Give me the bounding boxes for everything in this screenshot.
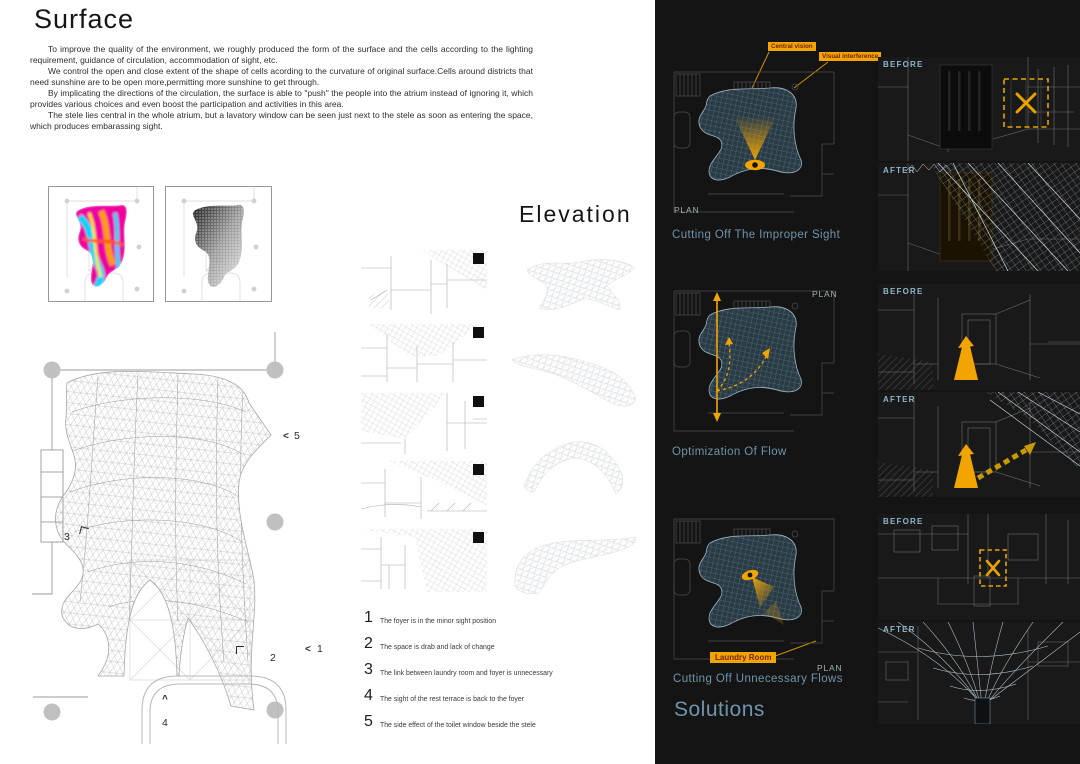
flow-arrows bbox=[713, 292, 770, 422]
after-label: AFTER bbox=[883, 625, 916, 634]
view-index-square bbox=[473, 327, 484, 338]
mesh-surface bbox=[55, 370, 272, 711]
interior-view-5 bbox=[361, 529, 487, 592]
plan-marker-3: 3 bbox=[64, 531, 70, 543]
view-cone bbox=[752, 577, 774, 608]
elevation-view-4 bbox=[514, 536, 636, 594]
paragraph: By implicating the directions of the cir… bbox=[30, 88, 533, 109]
curvature-analysis-gray-frame bbox=[165, 186, 272, 302]
surface-plan-drawing bbox=[32, 332, 287, 744]
paragraph: We control the open and close extent of … bbox=[30, 66, 533, 87]
interior-view-4 bbox=[361, 461, 487, 522]
view-index-square bbox=[473, 396, 484, 407]
issue-text: The space is drab and lack of change bbox=[380, 644, 495, 651]
interior-view-3 bbox=[361, 393, 487, 454]
plan-label: PLAN bbox=[674, 205, 700, 215]
mesh-funnel bbox=[878, 622, 1080, 707]
x-mark-icon bbox=[1015, 92, 1037, 114]
plan-marker-2: 2 bbox=[270, 652, 276, 664]
plan-flow-optimization bbox=[673, 290, 835, 432]
view-index-square bbox=[473, 532, 484, 543]
eye-icon bbox=[745, 159, 765, 171]
paragraph: The stele lies central in the whole atri… bbox=[30, 110, 533, 131]
plan-marker-1: 1 bbox=[317, 643, 323, 655]
plan-marker-4: 4 bbox=[162, 717, 168, 729]
arrow-up-icon bbox=[954, 444, 978, 488]
issue-item-3: 3 The link between laundry room and foye… bbox=[364, 662, 644, 688]
elevation-view-1 bbox=[526, 259, 636, 311]
elevation-view-2 bbox=[511, 354, 637, 407]
issue-number: 1 bbox=[364, 609, 373, 626]
plan-label: PLAN bbox=[817, 663, 843, 673]
paragraph: To improve the quality of the environmen… bbox=[30, 44, 533, 65]
issue-item-1: 1 The foyer is in the minor sight positi… bbox=[364, 610, 644, 636]
issue-text: The foyer is in the minor sight position bbox=[380, 618, 497, 625]
plan-marker-5: 5 bbox=[294, 430, 300, 442]
left-panel: Surface To improve the quality of the en… bbox=[30, 4, 644, 744]
column bbox=[974, 697, 991, 724]
issue-number: 2 bbox=[364, 635, 373, 652]
curvature-analysis-color bbox=[64, 187, 142, 301]
interior-view-2 bbox=[361, 324, 487, 385]
curvature-analysis-color-frame bbox=[48, 186, 154, 302]
issue-number: 5 bbox=[364, 713, 373, 730]
before-label: BEFORE bbox=[883, 287, 924, 296]
comparison-3-before: BEFORE bbox=[878, 514, 1080, 620]
elevation-view-3 bbox=[523, 441, 623, 495]
comparison-2-after: AFTER bbox=[878, 392, 1080, 497]
plan-unnecessary-flows bbox=[673, 518, 835, 660]
after-label: AFTER bbox=[883, 395, 916, 404]
elevation-heading: Elevation bbox=[519, 201, 632, 227]
comparison-2-before: BEFORE bbox=[878, 284, 1080, 390]
intro-text: To improve the quality of the environmen… bbox=[30, 44, 533, 132]
issue-text: The side effect of the toilet window bes… bbox=[380, 722, 536, 729]
mesh-flow-lines bbox=[69, 373, 249, 663]
plan-label: PLAN bbox=[812, 289, 838, 299]
chevron-left-icon: < bbox=[305, 644, 311, 655]
issue-item-4: 4 The sight of the rest terrace is back … bbox=[364, 688, 644, 714]
forbidden-window-box bbox=[1003, 78, 1049, 128]
solutions-heading: Solutions bbox=[674, 698, 765, 721]
railing bbox=[878, 354, 933, 390]
issue-text: The sight of the rest terrace is back to… bbox=[380, 696, 525, 703]
issue-number: 3 bbox=[364, 661, 373, 678]
issue-item-2: 2 The space is drab and lack of change bbox=[364, 636, 644, 662]
comparison-1-after: AFTER bbox=[878, 163, 1080, 271]
plan-improper-sight bbox=[673, 71, 835, 213]
view-index-square bbox=[473, 253, 484, 264]
arrow-up-icon bbox=[954, 336, 978, 380]
issue-text: The link between laundry room and foyer … bbox=[380, 670, 553, 677]
before-label: BEFORE bbox=[883, 517, 924, 526]
after-label: AFTER bbox=[883, 166, 916, 175]
section-title-unnecessary-flows: Cutting Off Unnecessary Flows bbox=[673, 673, 843, 685]
interior-view-1 bbox=[361, 250, 487, 316]
chevron-up-icon: ^ bbox=[162, 694, 168, 705]
railing bbox=[878, 462, 933, 497]
issue-item-5: 5 The side effect of the toilet window b… bbox=[364, 714, 644, 740]
callout-laundry-room: Laundry Room bbox=[710, 652, 777, 663]
curved-wall bbox=[141, 675, 287, 744]
view-cone bbox=[734, 116, 776, 160]
comparison-3-after: AFTER bbox=[878, 622, 1080, 724]
comparison-1-before: BEFORE bbox=[878, 57, 1080, 161]
issue-number: 4 bbox=[364, 687, 373, 704]
color-mesh-blob bbox=[75, 204, 127, 287]
chevron-left-icon: < bbox=[283, 431, 289, 442]
mesh-drape bbox=[930, 163, 1080, 271]
forbidden-window-box bbox=[979, 549, 1007, 587]
right-panel: Central vision Visual interference PLAN … bbox=[655, 0, 1080, 764]
view-index-square bbox=[473, 464, 484, 475]
section-title-flow-optimization: Optimization Of Flow bbox=[672, 446, 787, 458]
stele bbox=[939, 64, 993, 150]
mesh-ceiling bbox=[986, 392, 1080, 470]
callout-visual-interference: Visual interference bbox=[819, 52, 882, 61]
section-title-improper-sight: Cutting Off The Improper Sight bbox=[672, 229, 841, 241]
section-corner-mark bbox=[236, 646, 244, 654]
x-mark-icon bbox=[985, 559, 1001, 577]
callout-central-vision: Central vision bbox=[768, 42, 816, 51]
before-label: BEFORE bbox=[883, 60, 924, 69]
eye-icon bbox=[741, 569, 759, 581]
page-title: Surface bbox=[34, 4, 135, 34]
curvature-analysis-gray bbox=[181, 187, 259, 301]
